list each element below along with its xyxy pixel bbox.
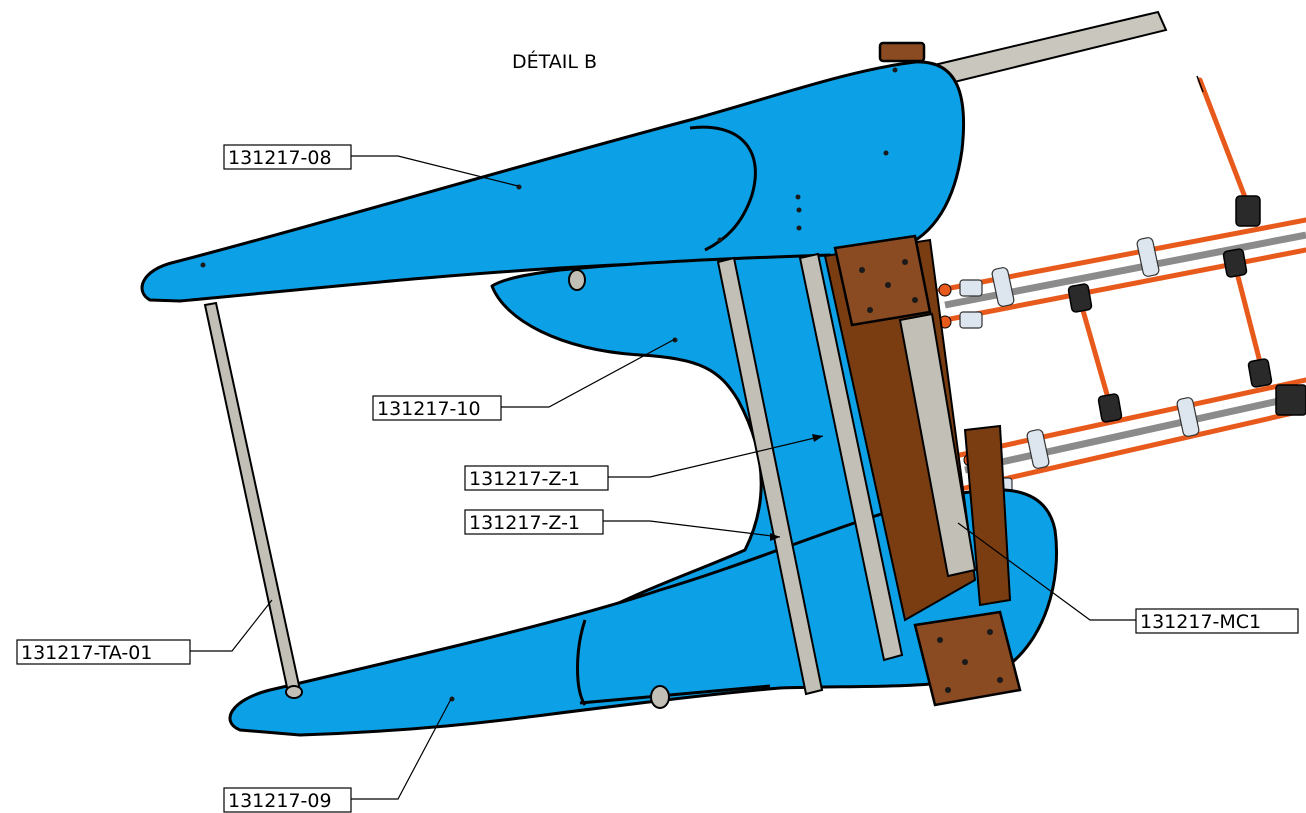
callout-label: 131217-TA-01 [21,642,152,664]
callout-label: 131217-08 [228,147,332,169]
detail-title: DÉTAIL B [512,50,597,73]
leader-lines [190,155,1136,800]
callout-10: 131217-10 [372,395,502,421]
mounting-plates [833,234,1022,707]
callout-label: 131217-10 [377,398,481,420]
callout-label: 131217-MC1 [1140,611,1261,633]
tubing-assembly [937,195,1306,497]
callout-ta01: 131217-TA-01 [16,639,191,665]
diagonal-rod [1196,75,1251,208]
callout-label: 131217-Z-1 [469,512,580,534]
callout-label: 131217-Z-1 [469,468,580,490]
callout-label: 131217-09 [228,790,332,812]
top-rail [928,10,1168,88]
callout-z1-a: 131217-Z-1 [464,465,609,491]
callout-09: 131217-09 [223,787,352,813]
rails [203,252,904,696]
lower-hull [228,488,1059,737]
callout-z1-b: 131217-Z-1 [464,509,604,535]
wood-frame [823,238,1012,622]
callout-mc1: 131217-MC1 [1135,608,1299,634]
callout-08: 131217-08 [223,144,352,170]
